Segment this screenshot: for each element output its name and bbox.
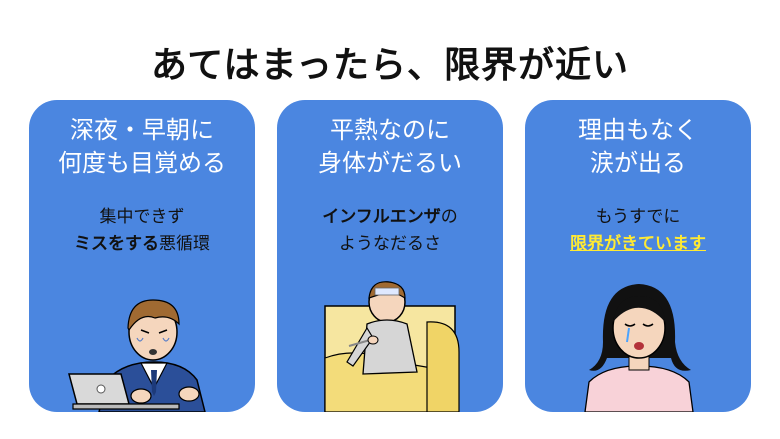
card-description-line1: もうすでに bbox=[595, 207, 681, 227]
card-description-line1: 集中できず bbox=[99, 207, 185, 227]
card-description-emphasis: ミスをする bbox=[74, 234, 159, 254]
symptom-card-waking: 深夜・早朝に 何度も目覚める 集中できず ミスをする悪循環 bbox=[29, 100, 255, 412]
card-heading-line1: 深夜・早朝に bbox=[70, 116, 214, 144]
card-description-line1: インフルエンザの bbox=[277, 204, 503, 231]
card-heading: 理由もなく 涙が出る bbox=[525, 114, 751, 180]
card-description-rest: の bbox=[440, 207, 458, 227]
card-heading-line2: 身体がだるい bbox=[318, 149, 462, 177]
card-description-rest: 悪循環 bbox=[159, 234, 210, 254]
card-description: 集中できず ミスをする悪循環 bbox=[29, 204, 255, 258]
crying-woman-illustration bbox=[584, 284, 694, 412]
sick-person-in-bed-illustration bbox=[324, 281, 460, 412]
card-description-line2: ようなだるさ bbox=[339, 234, 441, 254]
card-description-highlight: 限界がきています bbox=[570, 234, 706, 254]
card-description: もうすでに 限界がきています bbox=[525, 204, 751, 258]
card-description-emphasis: インフルエンザ bbox=[322, 207, 441, 227]
card-heading: 平熱なのに 身体がだるい bbox=[277, 114, 503, 180]
symptom-card-fatigue: 平熱なのに 身体がだるい インフルエンザの ようなだるさ bbox=[277, 100, 503, 412]
card-heading-line1: 理由もなく bbox=[578, 116, 698, 144]
card-heading-line1: 平熱なのに bbox=[330, 116, 450, 144]
card-heading-line2: 何度も目覚める bbox=[58, 149, 226, 177]
card-description-line2: ミスをする悪循環 bbox=[29, 231, 255, 258]
card-description: インフルエンザの ようなだるさ bbox=[277, 204, 503, 258]
tired-office-worker-illustration bbox=[68, 299, 206, 412]
card-heading: 深夜・早朝に 何度も目覚める bbox=[29, 114, 255, 180]
page-title: あてはまったら、限界が近い bbox=[150, 45, 630, 86]
card-heading-line2: 涙が出る bbox=[590, 149, 686, 177]
symptom-card-tears: 理由もなく 涙が出る もうすでに 限界がきています bbox=[525, 100, 751, 412]
